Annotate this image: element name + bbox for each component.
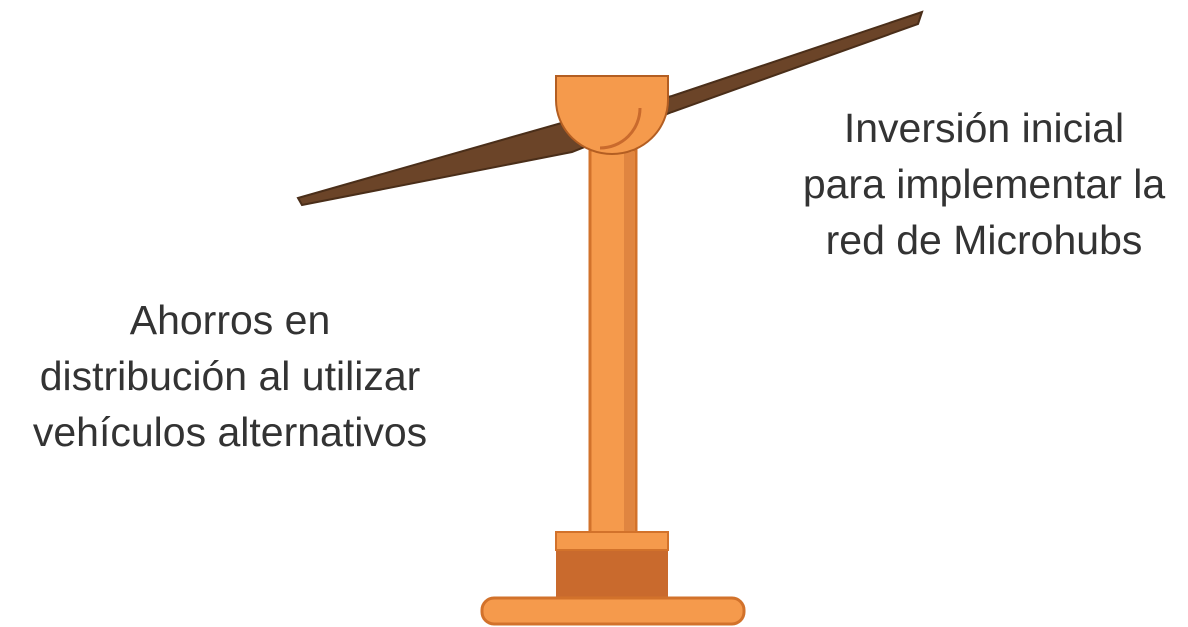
right-weight-label: Inversión inicial para implementar la re… [802,105,1166,263]
scale-pillar-shade [624,152,634,533]
scale-pivot-cup-shade [599,107,642,150]
scale-base-block-top [555,531,669,551]
scale-pivot-cup [555,75,669,155]
scale-base-plate [480,596,746,626]
left-weight-label: Ahorros en distribución al utilizar vehí… [32,297,428,455]
